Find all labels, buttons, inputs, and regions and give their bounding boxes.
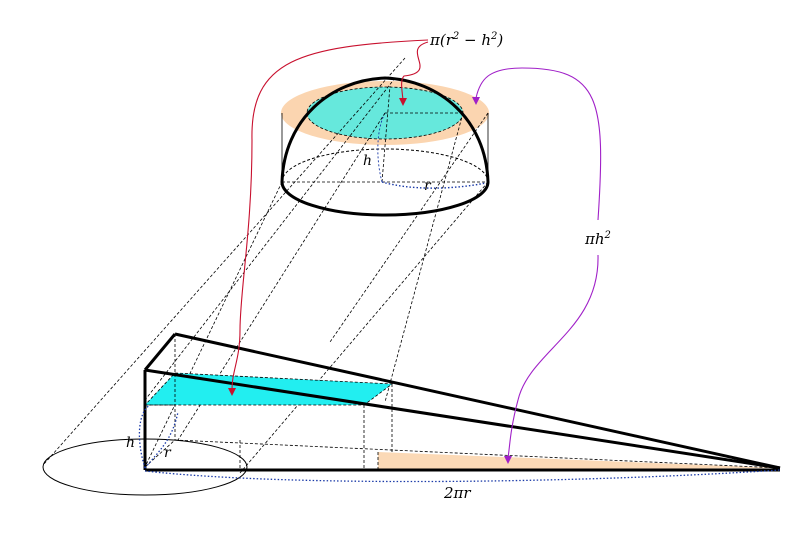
hemisphere-radius-line xyxy=(381,181,487,189)
annulus-arrow-to-disk xyxy=(401,41,429,101)
hemisphere-axis xyxy=(381,85,391,183)
hemisphere-radius-label: r xyxy=(424,178,432,194)
wedge-height-label: h xyxy=(126,435,135,451)
hemisphere-base-front xyxy=(280,181,490,217)
disk-arrow-to-triangle xyxy=(507,254,599,459)
hemisphere-height-label: h xyxy=(363,153,372,169)
disk-arrowhead-triangle xyxy=(504,456,512,464)
wedge-length-label: 2πr xyxy=(443,484,471,502)
annulus-arrowhead-disk xyxy=(399,98,407,106)
annulus-arrow-to-slice xyxy=(231,39,429,391)
wedge-length-curve xyxy=(144,469,781,483)
hemisphere-height-curve xyxy=(377,112,386,183)
wedge-outline xyxy=(143,332,781,472)
hemisphere-dome xyxy=(280,76,490,183)
wedge-floor-triangle xyxy=(378,452,780,470)
annulus-arrowhead-slice xyxy=(228,388,236,396)
hemisphere-base-back xyxy=(281,148,489,183)
disk-area-label: πh2 xyxy=(584,230,611,248)
annulus-area-label: π(r2 − h2) xyxy=(429,31,503,49)
wedge-radius-label: r xyxy=(164,445,172,461)
wedge-base-ellipse xyxy=(42,438,248,496)
disk-arrowhead-ring xyxy=(472,97,480,105)
wedge-height-curve xyxy=(138,404,151,469)
disk-arrow-to-ring xyxy=(475,67,602,221)
